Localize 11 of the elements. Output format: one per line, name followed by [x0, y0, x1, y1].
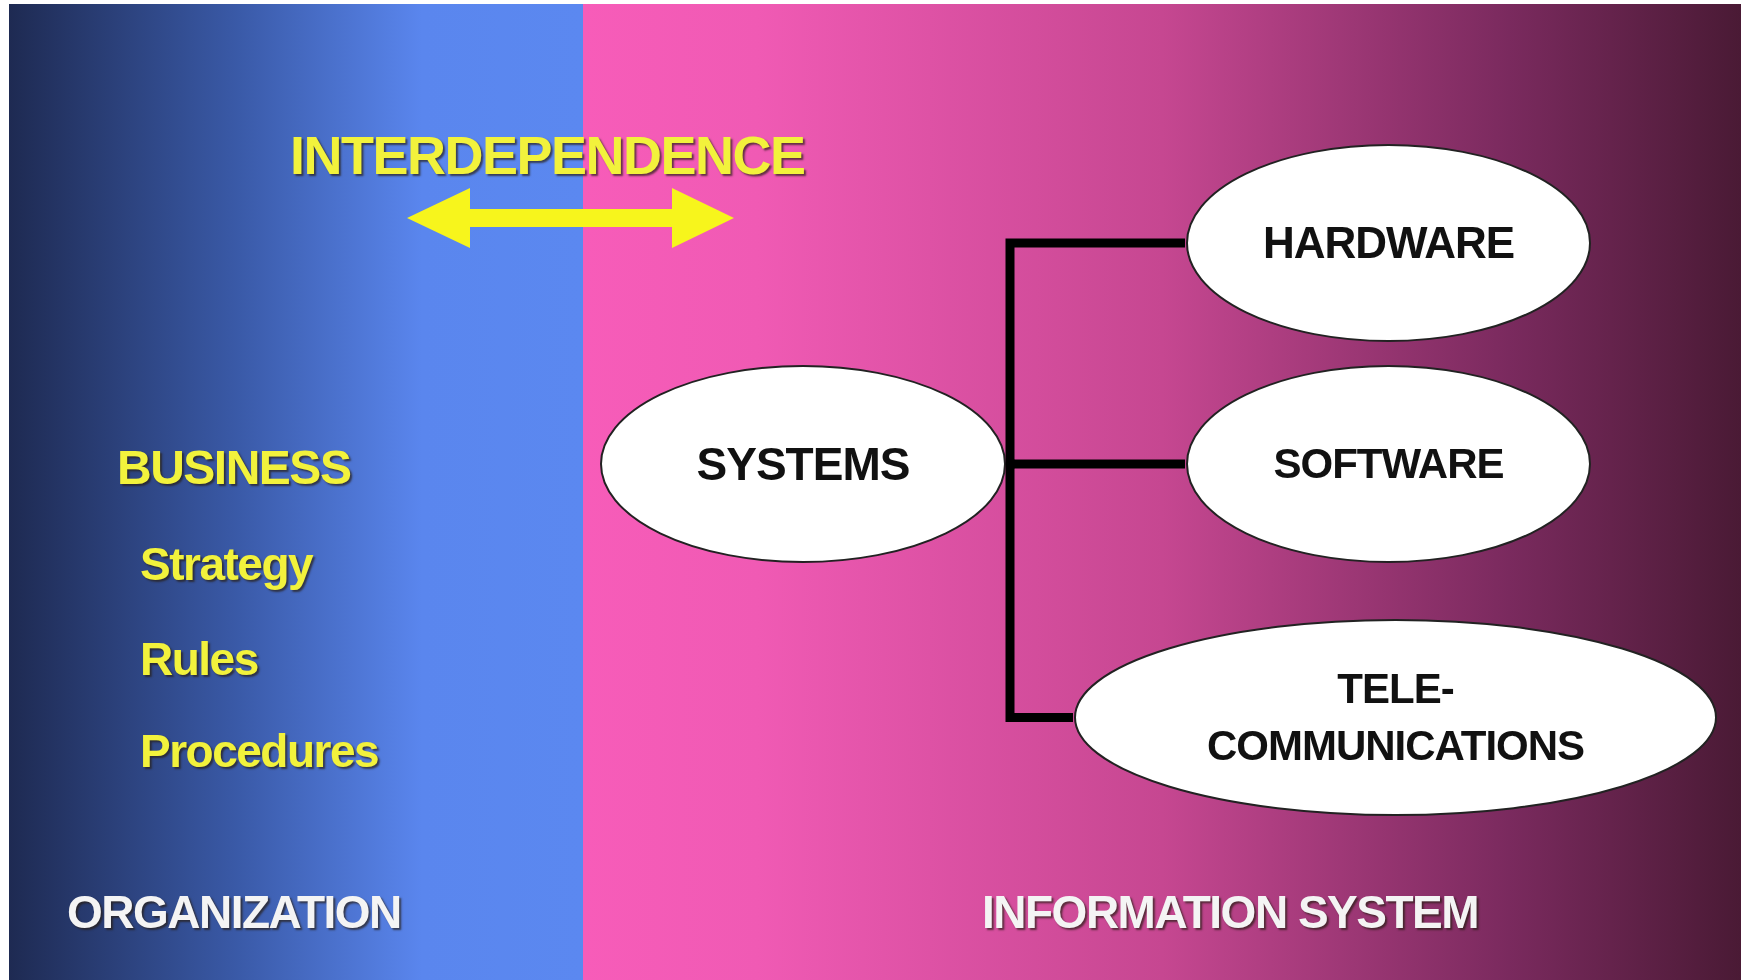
list-text: BUSINESS	[117, 440, 351, 495]
node-label: SOFTWARE	[1273, 438, 1504, 489]
list-text: Procedures	[140, 724, 379, 778]
list-text: Rules	[140, 632, 258, 686]
panel-title: INFORMATION SYSTEM	[982, 885, 1479, 939]
node-label: TELE- COMMUNICATIONS	[1205, 663, 1586, 771]
node-label: SYSTEMS	[696, 436, 910, 492]
connector-line	[1005, 459, 1073, 722]
node-label: HARDWARE	[1262, 217, 1515, 270]
list-text: Strategy	[140, 537, 313, 591]
panel-title: ORGANIZATION	[67, 885, 401, 939]
